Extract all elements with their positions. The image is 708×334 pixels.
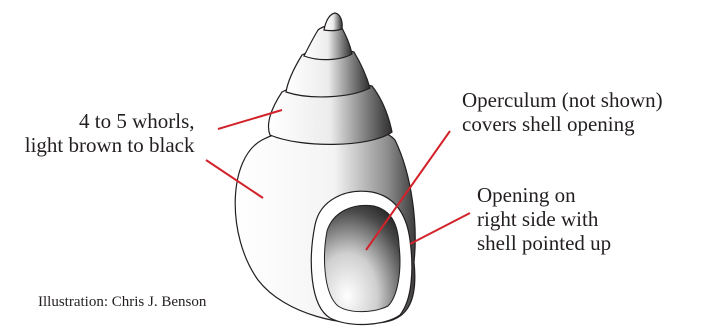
whorls-label-line-2: light brown to black [14, 133, 195, 157]
illustration-credit: Illustration: Chris J. Benson [38, 293, 206, 311]
aperture-opening [325, 205, 400, 311]
opening-label-line-3: shell pointed up [477, 231, 611, 255]
opening-label-line-1: Opening on [477, 183, 611, 207]
shell-apex [324, 13, 342, 31]
opening-label-line-2: right side with [477, 207, 611, 231]
operculum-label: Operculum (not shown) covers shell openi… [462, 88, 663, 136]
whorls-label: 4 to 5 whorls, light brown to black [79, 109, 195, 157]
opening-label: Opening on right side with shell pointed… [477, 183, 611, 255]
whorls-label-line-1: 4 to 5 whorls, [79, 109, 195, 133]
leader-line-opening [410, 213, 470, 244]
operculum-label-line-2: covers shell opening [462, 112, 663, 136]
operculum-label-line-1: Operculum (not shown) [462, 88, 663, 112]
